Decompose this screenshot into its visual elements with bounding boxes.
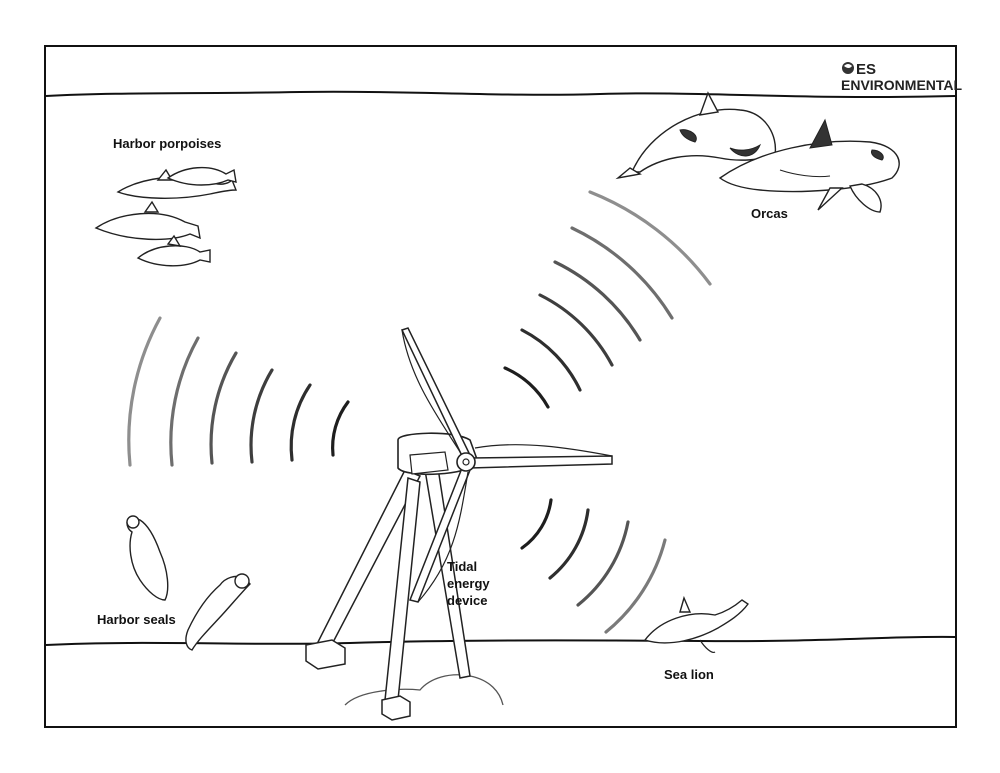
turbine-icon <box>305 327 613 721</box>
wave-left-2 <box>289 383 312 462</box>
wave-lr-1 <box>520 498 553 550</box>
porpoise-icon <box>94 166 238 267</box>
turbine-foot-back <box>381 695 411 721</box>
logo-line-2: ENVIRONMENTAL <box>841 77 963 93</box>
label-harbor-porpoises: Harbor porpoises <box>113 136 221 151</box>
harbor-seal-2 <box>185 575 251 651</box>
wave-lr-4 <box>604 538 667 634</box>
sea-surface-line <box>45 90 956 99</box>
porpoise-3 <box>94 212 201 241</box>
sound-waves-left <box>127 316 350 467</box>
logo-line-1: ES <box>856 61 876 78</box>
porpoise-2 <box>166 166 237 186</box>
wave-ur-3 <box>538 293 614 367</box>
sea-lion <box>643 599 749 644</box>
label-device-line-3: device <box>447 593 487 608</box>
orca-right <box>718 140 900 193</box>
label-sea-lion: Sea lion <box>664 667 714 682</box>
wave-lr-2 <box>548 508 590 580</box>
label-device-line-1: Tidal <box>447 559 477 574</box>
orca-icon <box>615 91 900 213</box>
es-environmental-logo: ES ENVIRONMENTAL <box>841 61 963 93</box>
wave-left-1 <box>331 400 350 457</box>
wave-ur-1 <box>503 366 550 409</box>
wave-left-4 <box>209 351 238 465</box>
logo-globe-icon <box>842 62 854 74</box>
wave-left-5 <box>169 336 200 467</box>
wave-ur-4 <box>553 260 642 342</box>
wave-ur-6 <box>588 190 712 286</box>
wave-left-6 <box>127 316 162 467</box>
turbine-foot-left <box>305 639 346 670</box>
label-harbor-seals: Harbor seals <box>97 612 176 627</box>
label-orcas: Orcas <box>751 206 788 221</box>
sea-lion-icon <box>643 595 749 653</box>
seabed-rock <box>344 674 504 706</box>
harbor-seal-1 <box>126 516 169 601</box>
sound-waves-upper-right <box>503 190 712 409</box>
porpoise-4 <box>136 245 211 267</box>
wave-ur-5 <box>570 226 674 320</box>
wave-ur-2 <box>520 328 582 392</box>
sound-waves-lower-right <box>520 498 667 634</box>
label-device-line-2: energy <box>447 576 490 591</box>
seal-icon <box>126 515 251 651</box>
wave-left-3 <box>249 368 274 464</box>
wave-lr-3 <box>576 520 630 607</box>
